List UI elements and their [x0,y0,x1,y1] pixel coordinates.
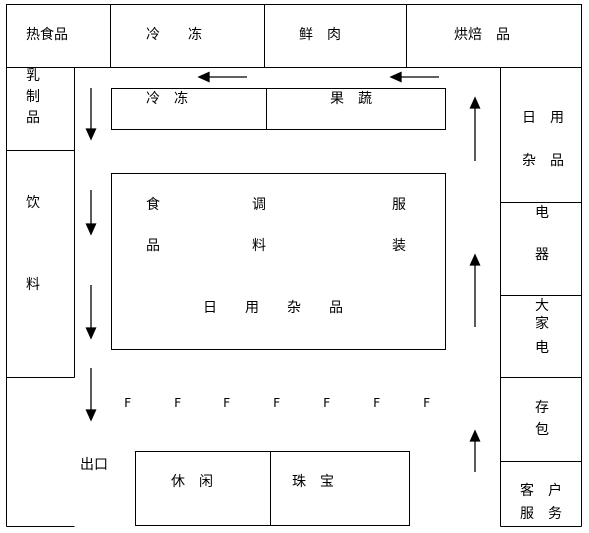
clothing-label-2: 装 [392,238,406,254]
appliance-label-1: 电 [535,205,549,221]
dairy-section: 乳 制 品 [6,67,75,151]
checkout-lane: F [423,396,431,410]
clothing-label-1: 服 [392,197,406,213]
fruit-veg-section: 果 蔬 [266,88,446,130]
hot-food-label: 热食品 [26,27,68,43]
central-section: 食 品 调 料 服 装 日 用 杂 品 [111,173,446,350]
storage-label-1: 存 [535,400,549,416]
jewelry-section: 珠 宝 [270,451,410,526]
checkout-lane: F [223,396,231,410]
seasoning-label-2: 料 [252,238,266,254]
storage-label-2: 包 [535,422,549,438]
appliance-section: 电 器 [500,202,582,296]
dairy-label-2: 制 [26,89,40,105]
big-appliance-section: 大 家 电 [500,295,582,378]
customer-service-label-1: 客 户 [520,483,562,499]
daily-center-label: 日 用 杂 品 [203,300,343,316]
exit-label: 出口 [80,457,108,473]
arrow-up-icon [469,253,481,327]
daily-right-label-2: 杂 品 [522,153,564,169]
arrow-up-icon [469,429,481,472]
customer-service-section: 客 户 服 务 [500,461,582,527]
hot-food-section: 热食品 [6,4,111,68]
drinks-label-2: 料 [26,277,40,293]
arrow-down-icon [85,368,97,422]
food-label-2: 品 [146,238,160,254]
checkout-lane: F [124,396,132,410]
dairy-label-1: 乳 [26,68,40,84]
arrow-left-icon [389,71,439,83]
drinks-section: 饮 料 [6,150,75,378]
appliance-label-2: 器 [535,247,549,263]
food-label-1: 食 [146,197,160,213]
frozen-inner-label: 冷 冻 [146,91,188,107]
big-appliance-label-2: 家 [535,316,549,332]
arrow-left-icon [197,71,247,83]
fruit-veg-label: 果 蔬 [330,91,372,107]
leisure-section: 休 闲 [135,451,271,526]
frozen-inner-section: 冷 冻 [111,88,267,130]
checkout-lane: F [174,396,182,410]
fresh-meat-section: 鲜 肉 [264,4,407,68]
fresh-meat-label: 鲜 肉 [299,27,341,43]
drinks-label-1: 饮 [26,195,40,211]
checkout-lane: F [323,396,331,410]
bakery-label: 烘焙 品 [454,27,510,43]
arrow-down-icon [85,88,97,141]
leisure-label: 休 闲 [171,474,213,490]
big-appliance-label-3: 电 [535,340,549,356]
storage-section: 存 包 [500,377,582,462]
seasoning-label-1: 调 [252,197,266,213]
jewelry-label: 珠 宝 [292,474,334,490]
customer-service-label-2: 服 务 [520,506,562,522]
checkout-lane: F [273,396,281,410]
daily-right-section: 日 用 杂 品 [500,67,582,203]
frozen-top-section: 冷 冻 [110,4,265,68]
bakery-section: 烘焙 品 [406,4,582,68]
dairy-label-3: 品 [26,110,40,126]
arrow-up-icon [469,96,481,161]
frozen-top-label: 冷 冻 [146,27,202,43]
big-appliance-label-1: 大 [535,298,549,314]
daily-right-label-1: 日 用 [522,110,564,126]
checkout-lane: F [373,396,381,410]
arrow-down-icon [85,285,97,340]
arrow-down-icon [85,190,97,236]
